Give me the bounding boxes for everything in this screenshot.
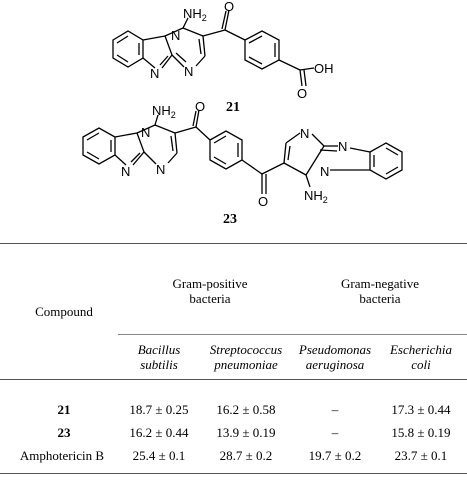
gram-negative-header: Gram-negative bacteria (341, 276, 419, 306)
chemical-structures: NH2 N N N O OH O NH2 N N N O O N N N NH2 (82, 0, 403, 209)
table-row: Amphotericin B 25.4 ± 0.1 28.7 ± 0.2 19.… (0, 448, 467, 466)
svg-text:N: N (121, 164, 130, 179)
svg-text:O: O (224, 0, 234, 14)
cell-value: 15.8 ± 0.19 (391, 425, 451, 440)
row-compound: Amphotericin B (19, 448, 105, 463)
cell-value: – (331, 425, 339, 440)
row-compound: 23 (57, 425, 71, 440)
svg-text:N: N (300, 126, 309, 141)
compound-23-label: 23 (223, 212, 237, 227)
cell-value: – (331, 402, 339, 417)
svg-text:O: O (258, 194, 268, 209)
cell-value: 18.7 ± 0.25 (129, 402, 189, 417)
row-compound: 21 (57, 402, 71, 417)
nh2-label-21: NH2 (183, 6, 207, 23)
svg-text:N: N (320, 164, 329, 179)
table-row: 21 18.7 ± 0.25 16.2 ± 0.58 – 17.3 ± 0.44 (0, 402, 467, 420)
subheader-rule (118, 334, 467, 335)
svg-text:N: N (141, 125, 150, 140)
table-bottom-rule (0, 473, 467, 474)
cell-value: 16.2 ± 0.44 (129, 425, 189, 440)
svg-text:N: N (184, 64, 193, 79)
cell-value: 23.7 ± 0.1 (394, 448, 448, 463)
svg-text:N: N (150, 66, 159, 81)
svg-text:N: N (171, 28, 180, 43)
cell-value: 16.2 ± 0.58 (216, 402, 276, 417)
cell-value: 13.9 ± 0.19 (216, 425, 276, 440)
cell-value: 17.3 ± 0.44 (391, 402, 451, 417)
svg-text:N: N (338, 139, 347, 154)
compound-21-label: 21 (226, 100, 240, 115)
cell-value: 28.7 ± 0.2 (219, 448, 273, 463)
svg-text:N: N (156, 162, 165, 177)
svg-text:NH2: NH2 (152, 103, 176, 120)
cell-value: 19.7 ± 0.2 (308, 448, 362, 463)
svg-text:NH2: NH2 (304, 188, 328, 205)
table-top-rule (0, 243, 467, 244)
svg-text:O: O (297, 86, 307, 101)
gram-positive-header: Gram-positive bacteria (172, 276, 248, 306)
svg-text:OH: OH (314, 61, 334, 76)
cell-value: 25.4 ± 0.1 (132, 448, 186, 463)
table-row: 23 16.2 ± 0.44 13.9 ± 0.19 – 15.8 ± 0.19 (0, 425, 467, 443)
compound-header: Compound (35, 304, 93, 319)
svg-text:O: O (195, 99, 205, 114)
header-bottom-rule (0, 379, 467, 380)
